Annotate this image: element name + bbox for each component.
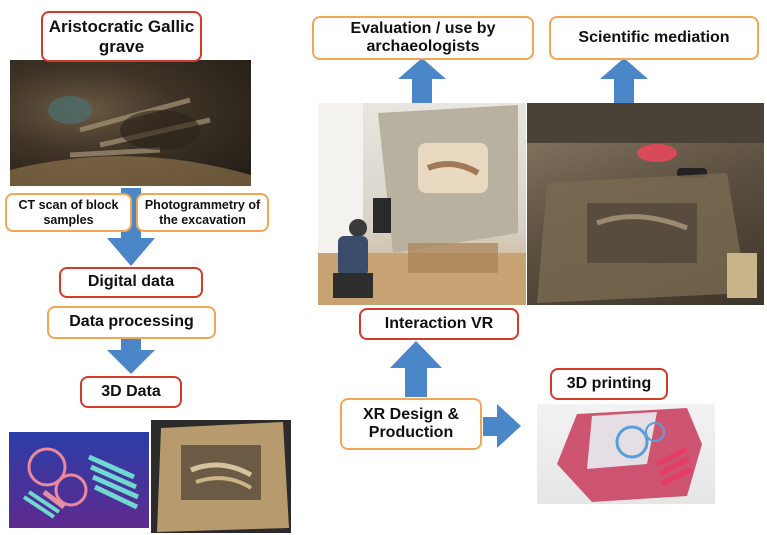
ct-scan-render [9, 432, 149, 528]
digital-data-label: Digital data [59, 267, 203, 298]
evaluation-label: Evaluation / use by archaeologists [312, 16, 534, 60]
data-processing-label-text: Data processing [69, 313, 194, 331]
excavation-model-illustration [527, 103, 764, 303]
3d-printing-label-text: 3D printing [566, 374, 652, 392]
arrow-processing-to-3d [107, 338, 155, 374]
grave-photo [10, 60, 251, 186]
ct-rings-illustration [22, 447, 140, 519]
mediation-label: Scientific mediation [549, 16, 759, 60]
arrow-xr-to-printing [483, 404, 521, 448]
arrow-xr-to-interaction [390, 341, 442, 397]
mediation-label-text: Scientific mediation [578, 28, 730, 46]
digital-data-label-text: Digital data [87, 273, 175, 291]
3d-data-label: 3D Data [80, 376, 182, 408]
3d-print-photo [537, 404, 715, 504]
grave-bones-illustration [10, 96, 251, 186]
ct-scan-label: CT scan of block samples [5, 193, 132, 232]
arrow-to-mediation [600, 58, 648, 103]
photogrammetry-label: Photogrammetry of the excavation [136, 193, 269, 232]
xr-design-label: XR Design & Production [340, 398, 482, 450]
grave-label-text: Aristocratic Gallic grave [48, 16, 195, 56]
photogrammetry-render [151, 420, 291, 533]
xr-design-label-text: XR Design & Production [362, 405, 459, 441]
ct-scan-label-text: CT scan of block samples [18, 198, 119, 227]
grave-label: Aristocratic Gallic grave [41, 11, 202, 62]
3d-data-label-text: 3D Data [101, 382, 161, 400]
vr-room-photo [318, 103, 526, 305]
data-processing-label: Data processing [47, 306, 216, 339]
vr-scene-illustration [318, 103, 526, 305]
photogrammetry-model-illustration [157, 422, 289, 532]
3d-printing-label: 3D printing [550, 368, 668, 400]
interaction-vr-label-text: Interaction VR [384, 314, 494, 332]
photogrammetry-label-text: Photogrammetry of the excavation [144, 198, 261, 227]
evaluation-label-text: Evaluation / use by archaeologists [350, 19, 496, 55]
mediation-photo [527, 103, 764, 305]
printed-block-illustration [557, 408, 702, 502]
arrow-to-evaluation [398, 58, 446, 103]
interaction-vr-label: Interaction VR [359, 308, 519, 340]
